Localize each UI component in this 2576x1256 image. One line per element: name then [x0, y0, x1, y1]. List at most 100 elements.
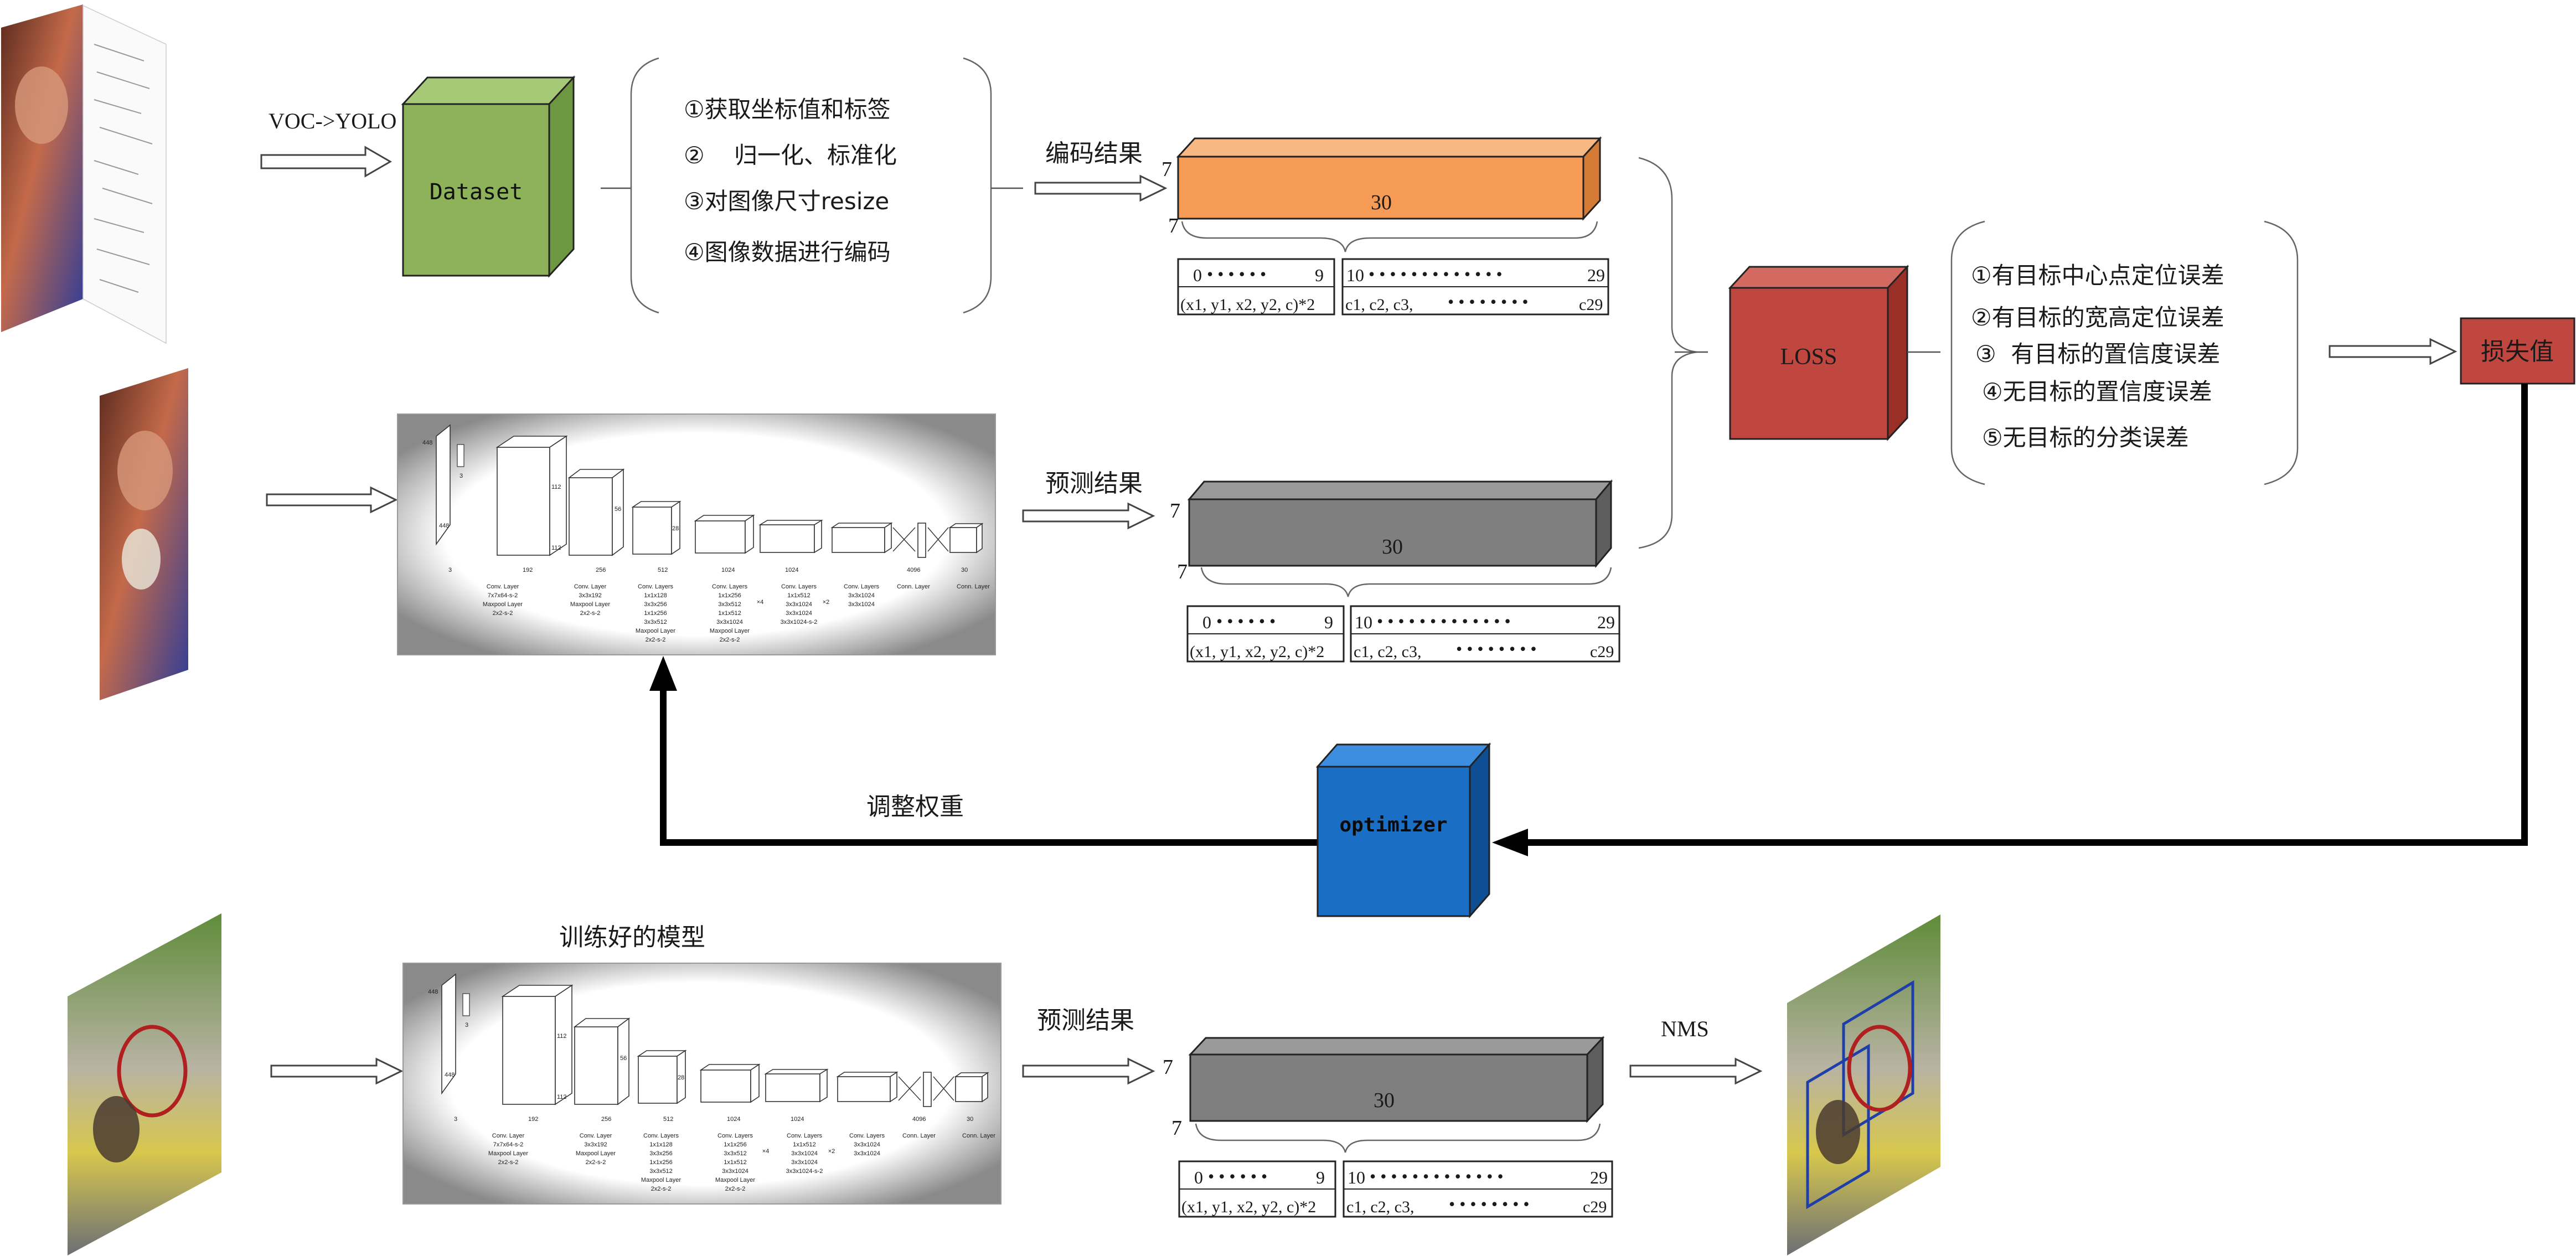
bottom-predict-label: 预测结果	[1037, 1006, 1134, 1035]
bottom-cell-right-start: 10	[1348, 1167, 1365, 1187]
optimizer-box: optimizer	[1315, 742, 1491, 918]
pred-tensor-depth: 30	[1382, 535, 1403, 559]
encode-cell-right-start: 10	[1346, 265, 1364, 285]
encode-tensor-grid-h: 7	[1161, 158, 1172, 181]
svg-text:1024: 1024	[785, 567, 798, 573]
arrow-to-nms-output	[1629, 1057, 1763, 1085]
svg-text:448: 448	[445, 1072, 455, 1078]
svg-text:1x1x128: 1x1x128	[649, 1141, 673, 1148]
bottom-tensor-depth: 30	[1374, 1089, 1395, 1112]
svg-text:3: 3	[465, 1022, 468, 1028]
step-1: ①获取坐标值和标签	[684, 96, 891, 123]
pred-cell-breakdown: 0 • • • • • • 9 (x1, y1, x2, y2, c)*2 10…	[1186, 567, 1620, 663]
svg-text:3x3x256: 3x3x256	[644, 601, 667, 608]
arrow-to-loss-value	[2329, 338, 2458, 365]
bottom-cell-right-end: 29	[1590, 1167, 1608, 1187]
svg-text:3x3x1024: 3x3x1024	[716, 619, 743, 626]
loss-term-5: ⑤无目标的分类误差	[1982, 424, 2189, 451]
svg-text:3x3x1024: 3x3x1024	[848, 601, 875, 608]
svg-text:2x2-s-2: 2x2-s-2	[725, 1186, 746, 1192]
dataset-label: Dataset	[430, 179, 523, 205]
svg-text:112: 112	[557, 1094, 567, 1100]
svg-text:2x2-s-2: 2x2-s-2	[493, 610, 513, 617]
nms-label: NMS	[1661, 1016, 1709, 1041]
svg-text:192: 192	[523, 567, 533, 573]
svg-text:Maxpool Layer: Maxpool Layer	[641, 1177, 681, 1183]
encode-tensor-grid-w: 7	[1168, 214, 1179, 237]
svg-text:1x1x256: 1x1x256	[724, 1141, 747, 1148]
encode-tensor: 30 7 7	[1161, 136, 1602, 237]
svg-text:448: 448	[439, 523, 449, 529]
svg-text:Conv. Layer: Conv. Layer	[492, 1133, 525, 1139]
input-image-annotated	[1, 4, 167, 344]
svg-text:1024: 1024	[721, 567, 735, 573]
svg-text:3x3x1024: 3x3x1024	[848, 592, 875, 599]
svg-text:Conn. Layer: Conn. Layer	[902, 1133, 936, 1139]
trained-model-label: 训练好的模型	[559, 923, 705, 952]
svg-text:2x2-s-2: 2x2-s-2	[580, 610, 601, 617]
svg-text:3x3x256: 3x3x256	[649, 1150, 673, 1157]
svg-text:512: 512	[663, 1116, 673, 1123]
step-4: ④图像数据进行编码	[684, 239, 891, 266]
svg-text:2x2-s-2: 2x2-s-2	[498, 1159, 519, 1166]
encode-cell-left-start: 0	[1193, 265, 1202, 285]
bottom-tensor-grid-w: 7	[1171, 1117, 1182, 1140]
loss-value-label: 损失值	[2481, 338, 2554, 366]
svg-text:Conn. Layer: Conn. Layer	[957, 583, 990, 590]
svg-text:Conv. Layer: Conv. Layer	[487, 583, 519, 590]
encode-cell-right-c29: c29	[1579, 296, 1603, 314]
svg-text:28: 28	[672, 525, 679, 532]
pred-cell-left-end: 9	[1324, 612, 1333, 632]
pred-tensor: 30 7 7	[1170, 479, 1613, 583]
svg-text:28: 28	[678, 1074, 684, 1081]
svg-text:×2: ×2	[823, 599, 830, 606]
feedback-arrowhead-optimizer	[1492, 829, 1528, 856]
svg-text:1024: 1024	[727, 1116, 740, 1123]
loss-value-box: 损失值	[2460, 317, 2575, 385]
svg-text:×2: ×2	[828, 1148, 835, 1155]
svg-text:Conv. Layers: Conv. Layers	[849, 1133, 885, 1139]
feedback-line-right	[1525, 384, 2528, 846]
svg-text:1x1x512: 1x1x512	[718, 610, 741, 617]
pred-cell-right-c29: c29	[1590, 643, 1614, 661]
predict-result-label: 预测结果	[1045, 469, 1143, 498]
bottom-tensor-grid-h: 7	[1163, 1056, 1173, 1079]
feedback-arrowhead-network	[649, 656, 677, 691]
pred-cell-right-dots: • • • • • • • • • • • • •	[1377, 611, 1511, 631]
svg-text:3x3x1024: 3x3x1024	[786, 610, 812, 617]
svg-text:Maxpool Layer: Maxpool Layer	[576, 1150, 616, 1157]
pred-cell-left-start: 0	[1202, 612, 1211, 632]
svg-text:3: 3	[448, 567, 452, 573]
svg-text:1x1x128: 1x1x128	[644, 592, 667, 599]
svg-text:4096: 4096	[912, 1116, 926, 1123]
svg-text:1x1x256: 1x1x256	[644, 610, 667, 617]
svg-text:Conv. Layers: Conv. Layers	[781, 583, 817, 590]
arrow-to-pred-tensor	[1022, 502, 1155, 530]
svg-text:Conv. Layers: Conv. Layers	[844, 583, 879, 590]
svg-text:Maxpool Layer: Maxpool Layer	[710, 628, 750, 634]
svg-text:1x1x256: 1x1x256	[649, 1159, 673, 1166]
arrow-to-dataset	[260, 146, 392, 178]
dataset-cube-front	[402, 103, 550, 277]
bottom-cell-left-start: 0	[1194, 1167, 1203, 1187]
svg-text:1x1x256: 1x1x256	[718, 592, 741, 599]
arrow-to-bottom-tensor	[1022, 1057, 1155, 1085]
svg-text:Conv. Layers: Conv. Layers	[717, 1133, 753, 1139]
encode-cell-right-dots: • • • • • • • • • • • • •	[1369, 264, 1503, 284]
trained-network-panel: 448 448 3 112 112 56 28 192 256 512 1024…	[402, 963, 1002, 1205]
svg-text:Conn. Layer: Conn. Layer	[897, 583, 930, 590]
svg-text:Conv. Layers: Conv. Layers	[787, 1133, 822, 1139]
svg-text:1x1x512: 1x1x512	[787, 592, 811, 599]
svg-text:3x3x192: 3x3x192	[579, 592, 602, 599]
svg-text:×4: ×4	[757, 599, 764, 606]
bottom-pred-tensor: 30 7 7	[1163, 1036, 1605, 1140]
bottom-cell-left-dots: • • • • • •	[1208, 1166, 1267, 1186]
pred-tensor-grid-w: 7	[1177, 560, 1188, 583]
encode-cell-breakdown: 0 • • • • • • 9 (x1, y1, x2, y2, c)*2 10…	[1177, 221, 1609, 316]
svg-text:3x3x1024: 3x3x1024	[791, 1150, 818, 1157]
pred-cell-right-classes: c1, c2, c3,	[1354, 643, 1421, 661]
yolo-network-panel: 448 448 3 112 112 56 28 192 256 512 1024…	[397, 414, 996, 655]
svg-text:1x1x512: 1x1x512	[793, 1141, 816, 1148]
svg-text:7x7x64-s-2: 7x7x64-s-2	[488, 592, 518, 599]
svg-text:3x3x1024-s-2: 3x3x1024-s-2	[786, 1168, 823, 1175]
